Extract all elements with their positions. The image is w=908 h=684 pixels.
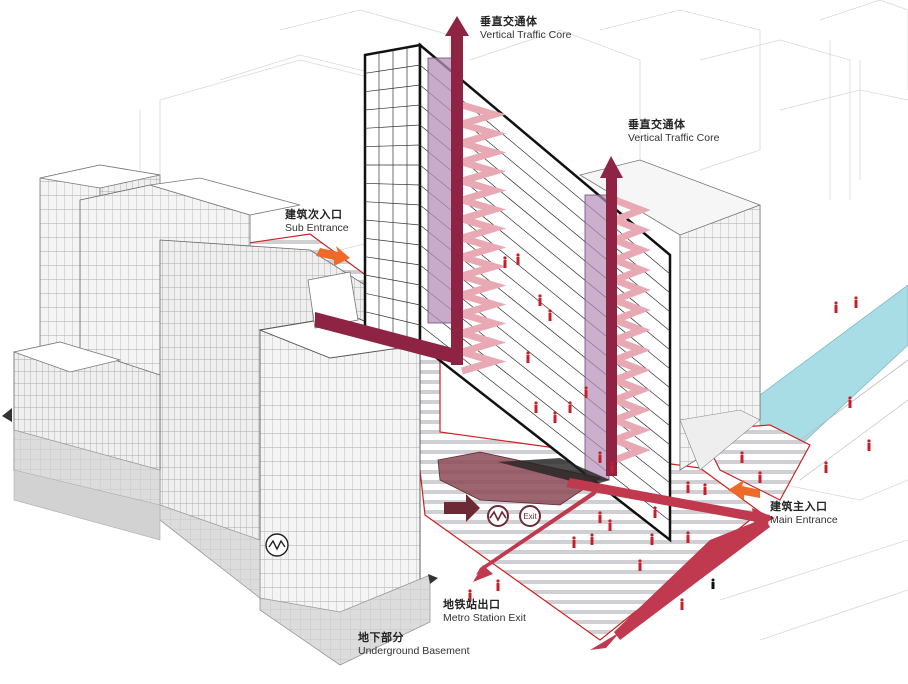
person-figure (526, 351, 529, 354)
person-figure (591, 537, 594, 545)
person-figure (599, 515, 602, 523)
person-figure (639, 563, 642, 571)
person-figure (599, 455, 602, 463)
person-figure (824, 461, 827, 464)
metro-logo-icon (488, 506, 508, 526)
core-label-mid-zh: 垂直交通体 (628, 119, 719, 132)
core-shaft-right (585, 195, 609, 480)
person-figure (568, 401, 571, 404)
person-figure (585, 390, 588, 398)
person-figure (538, 294, 541, 297)
person-figure (534, 401, 537, 404)
person-figure (584, 386, 587, 389)
person-figure (868, 443, 871, 451)
core-label-top-zh: 垂直交通体 (480, 16, 571, 29)
metro-logo-facade-icon (266, 534, 288, 556)
person-figure (651, 537, 654, 545)
person-figure (590, 533, 593, 536)
person-figure (573, 540, 576, 548)
person-figure (740, 451, 743, 454)
person-figure (653, 506, 656, 509)
main-entrance-en: Main Entrance (770, 514, 838, 526)
person-figure (681, 602, 684, 610)
person-figure (849, 400, 852, 408)
basement-label: 地下部分 Underground Basement (358, 632, 470, 657)
person-figure (553, 411, 556, 414)
person-figure (569, 405, 572, 413)
person-figure (686, 481, 689, 484)
person-figure (854, 296, 857, 299)
person-figure (855, 300, 858, 308)
sub-entrance-label: 建筑次入口 Sub Entrance (285, 209, 349, 234)
main-entrance-label: 建筑主入口 Main Entrance (770, 501, 838, 526)
person-figure (517, 257, 520, 265)
main-entrance-zh: 建筑主入口 (770, 501, 838, 514)
person-figure (867, 439, 870, 442)
person-figure (539, 298, 542, 306)
person-figure (504, 260, 507, 268)
person-figure (610, 461, 613, 464)
left-direction-icon (2, 408, 12, 422)
person-figure (758, 471, 761, 474)
sub-entrance-en: Sub Entrance (285, 222, 349, 234)
core-label-top-en: Vertical Traffic Core (480, 29, 571, 41)
person-figure (548, 309, 551, 312)
person-figure (598, 511, 601, 514)
person-figure (527, 355, 530, 363)
sub-entrance-zh: 建筑次入口 (285, 209, 349, 222)
person-figure (503, 256, 506, 259)
person-figure (468, 589, 471, 592)
person-figure (687, 485, 690, 493)
metro-exit-zh: 地铁站出口 (443, 599, 526, 612)
exit-sign-icon: Exit (520, 506, 540, 526)
person-figure (848, 396, 851, 399)
metro-exit-en: Metro Station Exit (443, 612, 526, 624)
person-figure (712, 582, 715, 589)
person-figure (549, 313, 552, 321)
exit-sign-text: Exit (523, 512, 537, 521)
person-figure (535, 405, 538, 413)
basement-en: Underground Basement (358, 645, 470, 657)
person-figure (686, 531, 689, 534)
person-figure (654, 510, 657, 518)
person-figure (609, 523, 612, 531)
person-figure (638, 559, 641, 562)
core-label-mid: 垂直交通体 Vertical Traffic Core (628, 119, 719, 144)
core-label-mid-en: Vertical Traffic Core (628, 132, 719, 144)
person-figure (572, 536, 575, 539)
person-figure (554, 415, 557, 423)
basement-zh: 地下部分 (358, 632, 470, 645)
metro-exit-label: 地铁站出口 Metro Station Exit (443, 599, 526, 624)
person-figure (497, 583, 500, 591)
person-figure (825, 465, 828, 473)
person-figure (741, 455, 744, 463)
person-figure (687, 535, 690, 543)
person-figure (680, 598, 683, 601)
core-label-top: 垂直交通体 Vertical Traffic Core (480, 16, 571, 41)
person-figure (608, 519, 611, 522)
person-figure (496, 579, 499, 582)
person-figure (650, 533, 653, 536)
person-figure (516, 253, 519, 256)
person-figure (835, 305, 838, 313)
person-figure (712, 579, 715, 582)
person-figure (703, 483, 706, 486)
person-figure (834, 301, 837, 304)
person-figure (759, 475, 762, 483)
person-figure (611, 465, 614, 473)
person-figure (598, 451, 601, 454)
person-figure (704, 487, 707, 495)
